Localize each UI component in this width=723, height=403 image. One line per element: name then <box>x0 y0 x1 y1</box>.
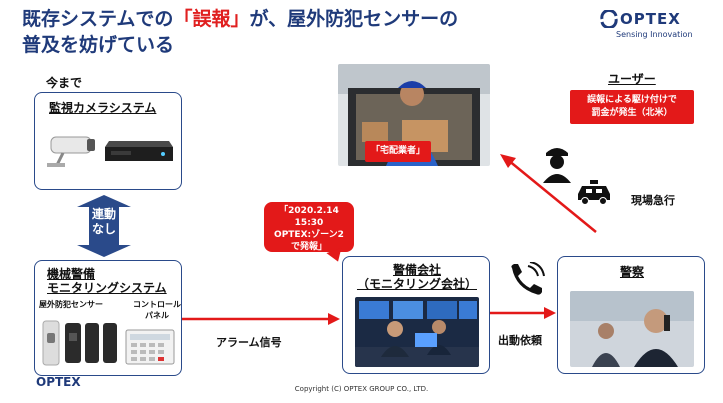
link-arrow-label: 連動 なし <box>89 207 119 237</box>
optex-logo: OPTEX Sensing Innovation <box>600 10 710 44</box>
police-box: 警察 <box>557 256 705 374</box>
cctv-camera-icon <box>47 136 95 167</box>
penalty-tag: 誤報による駆け付けで 罰金が発生（北米） <box>570 90 694 124</box>
title-line1-post: が、屋外防犯センサーの <box>249 8 459 30</box>
security-title-line1: 警備会社 <box>392 263 441 277</box>
footer-logo: OPTEX <box>36 375 81 389</box>
monitoring-system-box: 機械警備 モニタリングシステム 屋外防犯センサー コントロール パネル <box>34 260 182 376</box>
security-company-box: 警備会社 （モニタリング会社） <box>342 256 490 374</box>
delivery-tag: 「宅配業者」 <box>365 141 432 162</box>
police-officer-photo <box>570 291 694 367</box>
logo-tagline: Sensing Innovation <box>616 30 693 39</box>
dispatch-arrow <box>490 307 556 319</box>
alarm-callout: 「2020.2.14 15:30 OPTEX:ゾーン2 で発報」 <box>264 202 354 252</box>
camera-system-box: 監視カメラシステム <box>34 92 182 190</box>
callout-line1: 「2020.2.14 <box>279 206 339 216</box>
security-box-title: 警備会社 （モニタリング会社） <box>343 263 491 291</box>
sensor-label: 屋外防犯センサー <box>39 300 103 309</box>
panel-label-line2: パネル <box>145 311 169 320</box>
rush-to-scene-label: 現場急行 <box>631 194 675 207</box>
police-car-icon <box>578 180 610 205</box>
callout-line2: 15:30 <box>294 218 324 228</box>
panel-label: コントロール パネル <box>133 299 181 321</box>
title-line1-pre: 既存システムでの <box>22 8 174 30</box>
callout-line3: OPTEX:ゾーン2 <box>274 230 344 240</box>
camera-box-title: 監視カメラシステム <box>49 101 157 115</box>
optex-mark-icon <box>600 10 618 28</box>
penalty-line1: 誤報による駆け付けで <box>587 95 677 105</box>
penalty-line2: 罰金が発生（北米） <box>591 108 673 118</box>
title-highlight: 「誤報」 <box>173 8 250 30</box>
rush-arrow <box>500 154 597 233</box>
monitoring-title-line1: 機械警備 <box>47 267 96 281</box>
panel-label-line1: コントロール <box>133 300 181 309</box>
monitoring-center-photo <box>355 297 479 367</box>
recorder-icon <box>105 141 173 161</box>
callout-line4: で発報」 <box>290 242 327 252</box>
logo-word: OPTEX <box>620 10 681 28</box>
dispatch-request-label: 出動依頼 <box>498 334 542 347</box>
police-officer-icon <box>543 148 571 183</box>
page-title: 既存システムでの「誤報」が、屋外防犯センサーの 普及を妨げている <box>22 6 582 58</box>
section-label: 今まで <box>46 76 83 90</box>
police-box-title: 警察 <box>619 265 644 279</box>
monitoring-box-title: 機械警備 モニタリングシステム <box>47 267 167 295</box>
control-panel-icon <box>125 329 175 365</box>
security-title-line2: （モニタリング会社） <box>356 277 477 291</box>
alarm-signal-arrow <box>182 313 340 325</box>
monitoring-title-line2: モニタリングシステム <box>47 281 167 295</box>
link-arrow-line1: 連動 <box>91 207 116 221</box>
copyright: Copyright (C) OPTEX GROUP CO., LTD. <box>294 385 429 393</box>
phone-icon <box>511 262 545 295</box>
title-line2: 普及を妨げている <box>22 34 175 56</box>
outdoor-sensor-icon <box>42 320 117 366</box>
link-arrow-line2: なし <box>91 222 116 236</box>
updown-arrow-icon <box>77 195 131 257</box>
user-heading: ユーザー <box>608 72 656 86</box>
alarm-signal-label: アラーム信号 <box>216 336 282 349</box>
